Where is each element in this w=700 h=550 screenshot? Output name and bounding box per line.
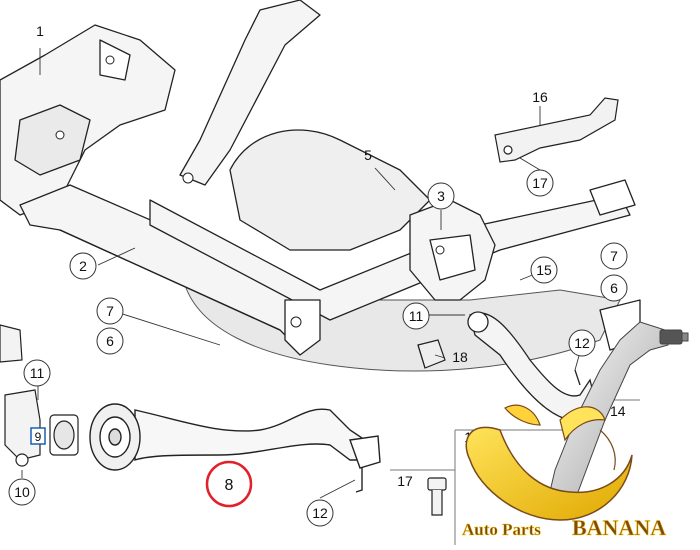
callout-8: 8 [225,477,234,494]
callout-10: 10 [14,484,30,500]
callout-17-lower: 17 [397,473,413,489]
highlight-circle [205,460,253,508]
callout-6: 6 [106,333,114,349]
callout-7: 7 [106,303,114,319]
callouts: 1 2 3 5 6 7 8 9 10 11 11 12 12 14 15 15 … [8,23,628,527]
callout-7-right: 7 [610,248,618,264]
bracket-16 [494,97,619,163]
callout-11-mid: 11 [409,308,424,324]
callout-11-left: 11 [30,365,45,381]
callout-17-upper: 17 [532,175,548,191]
callout-2: 2 [79,258,87,274]
oil-pan [229,129,431,251]
callout-6-right: 6 [610,280,618,296]
auto-parts-banana-logo: Auto Parts BANANA [462,321,689,540]
lower-left-parts [0,324,79,467]
cross-beam [179,0,321,186]
callout-15-right: 15 [536,262,552,278]
bolt-17 [427,477,447,516]
callout-3: 3 [437,188,445,204]
logo-text-big: BANANA [572,515,666,540]
callout-14: 14 [610,403,626,419]
thrust-rod-15 [467,311,596,421]
logo-text-small: Auto Parts [462,520,541,539]
control-arm-8 [89,403,381,493]
subframe [0,0,641,372]
callout-5: 5 [364,147,372,163]
bushing-18 [417,339,446,369]
callout-18: 18 [452,349,468,365]
callout-1: 1 [36,23,44,39]
callout-12-lower: 12 [312,505,328,521]
banana-icon [465,404,633,521]
callout-9: 9 [35,430,42,444]
callout-16: 16 [532,89,548,105]
callout-12-right: 12 [574,335,590,351]
rear-beam [149,194,631,321]
